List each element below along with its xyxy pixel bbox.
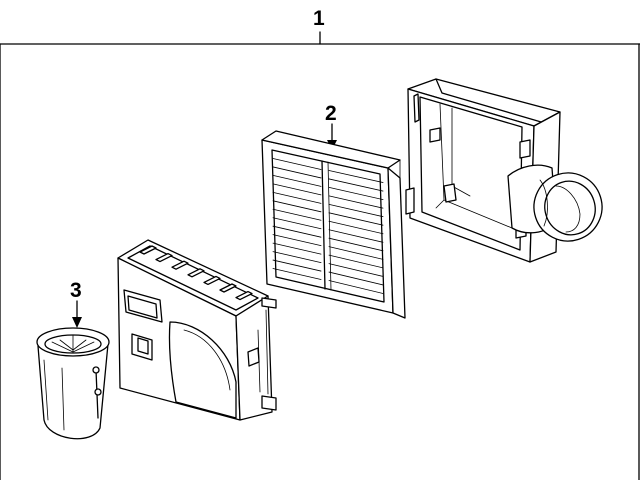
filter-pleat <box>328 229 384 243</box>
intake-duct-resonator <box>36 327 110 440</box>
filter-pleat <box>328 178 384 192</box>
filter-pleat <box>328 220 384 235</box>
filter-pleat <box>272 208 322 221</box>
filter-pleat <box>272 166 322 179</box>
assembly-frame <box>0 31 640 480</box>
callout-3-label: 3 <box>70 279 82 302</box>
housing-ribs <box>139 245 253 301</box>
filter-pleat <box>272 234 322 247</box>
callout-2-label: 2 <box>325 102 337 125</box>
housing-rib <box>139 245 157 255</box>
housing-rib <box>219 283 237 293</box>
filter-pleat <box>328 203 384 218</box>
filter-pleat <box>272 242 322 255</box>
filter-pleat <box>328 195 384 209</box>
housing-rib <box>203 275 221 286</box>
filter-pleat <box>328 212 384 226</box>
air-filter-element <box>261 130 406 319</box>
filter-pleat <box>272 158 322 170</box>
filter-pleat <box>272 251 322 264</box>
filter-pleat <box>328 237 384 252</box>
filter-pleat <box>328 263 384 277</box>
filter-pleat <box>272 268 322 280</box>
filter-pleat <box>328 254 384 269</box>
filter-pleat <box>272 225 322 238</box>
housing-rib <box>187 268 205 278</box>
filter-pleat <box>272 191 322 204</box>
filter-pleat <box>272 183 322 196</box>
callout-1-label: 1 <box>313 7 325 30</box>
filter-pleat <box>328 271 384 286</box>
upper-housing <box>405 78 603 263</box>
filter-pleat <box>328 170 384 183</box>
filter-pleat <box>272 259 322 272</box>
filter-pleat <box>328 186 384 201</box>
filter-pleat <box>272 200 322 213</box>
filter-pleat <box>328 246 384 260</box>
housing-rib <box>155 252 173 263</box>
housing-rib <box>171 260 189 270</box>
callout-3-arrow <box>72 300 82 328</box>
lower-housing <box>117 239 277 421</box>
filter-pleat <box>328 280 384 294</box>
filter-pleat <box>272 217 322 230</box>
filter-pleats <box>272 158 384 294</box>
filter-pleat <box>272 174 322 187</box>
housing-rib <box>235 290 253 301</box>
